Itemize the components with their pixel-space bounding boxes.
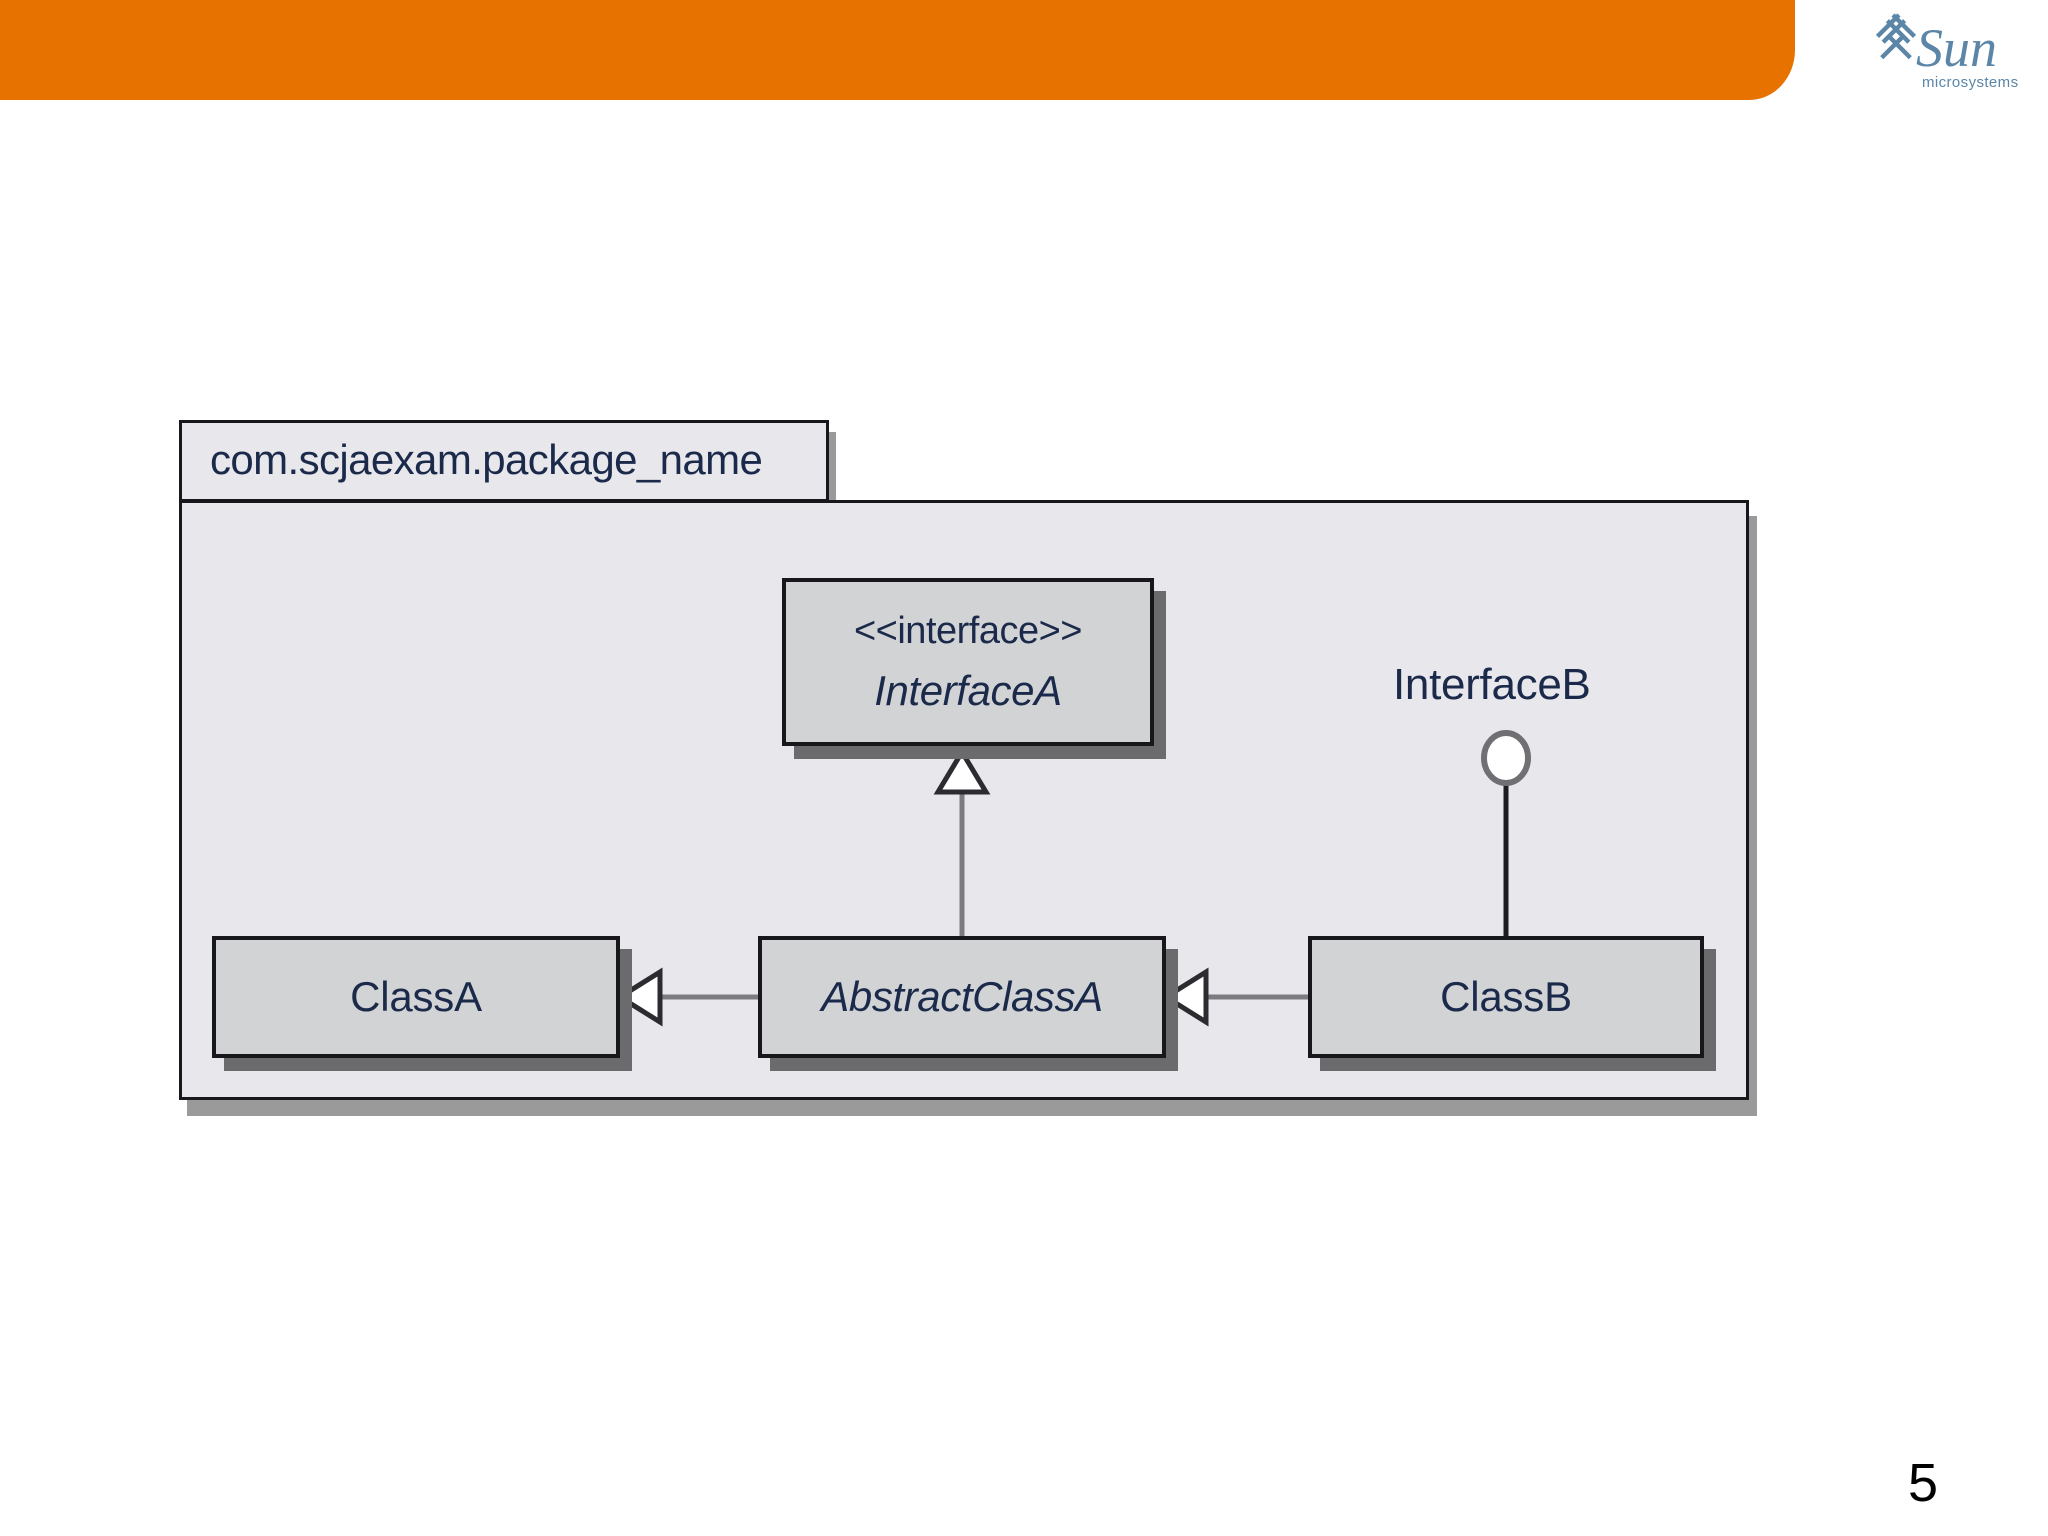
class-a-name: ClassA bbox=[350, 973, 482, 1021]
abstract-class-a-name: AbstractClassA bbox=[821, 973, 1103, 1021]
node-box[interactable]: ClassB bbox=[1308, 936, 1704, 1058]
svg-text:Sun: Sun bbox=[1916, 18, 1997, 78]
node-box[interactable]: <<interface>> InterfaceA bbox=[782, 578, 1154, 746]
sun-wordmark: Sun microsystems bbox=[1916, 18, 2018, 91]
header-accent-bar bbox=[0, 0, 1795, 100]
node-class-b[interactable]: ClassB bbox=[1308, 936, 1716, 1071]
package-tab: com.scjaexam.package_name bbox=[179, 420, 829, 502]
node-class-a[interactable]: ClassA bbox=[212, 936, 632, 1071]
sun-microsystems-logo: Sun microsystems bbox=[1862, 8, 2034, 96]
interface-a-name: InterfaceA bbox=[874, 666, 1062, 714]
node-abstract-class-a[interactable]: AbstractClassA bbox=[758, 936, 1178, 1071]
node-interface-a[interactable]: <<interface>> InterfaceA bbox=[782, 578, 1166, 759]
svg-text:microsystems: microsystems bbox=[1922, 74, 2018, 91]
interface-a-stereotype: <<interface>> bbox=[853, 610, 1083, 653]
page-number: 5 bbox=[1908, 1453, 1939, 1513]
sun-diamond-glyph bbox=[1875, 13, 1917, 60]
node-box[interactable]: ClassA bbox=[212, 936, 620, 1058]
node-box[interactable]: AbstractClassA bbox=[758, 936, 1166, 1058]
package-name-label: com.scjaexam.package_name bbox=[210, 436, 763, 484]
class-b-name: ClassB bbox=[1440, 973, 1572, 1021]
interface-b-label: InterfaceB bbox=[1393, 660, 1591, 709]
